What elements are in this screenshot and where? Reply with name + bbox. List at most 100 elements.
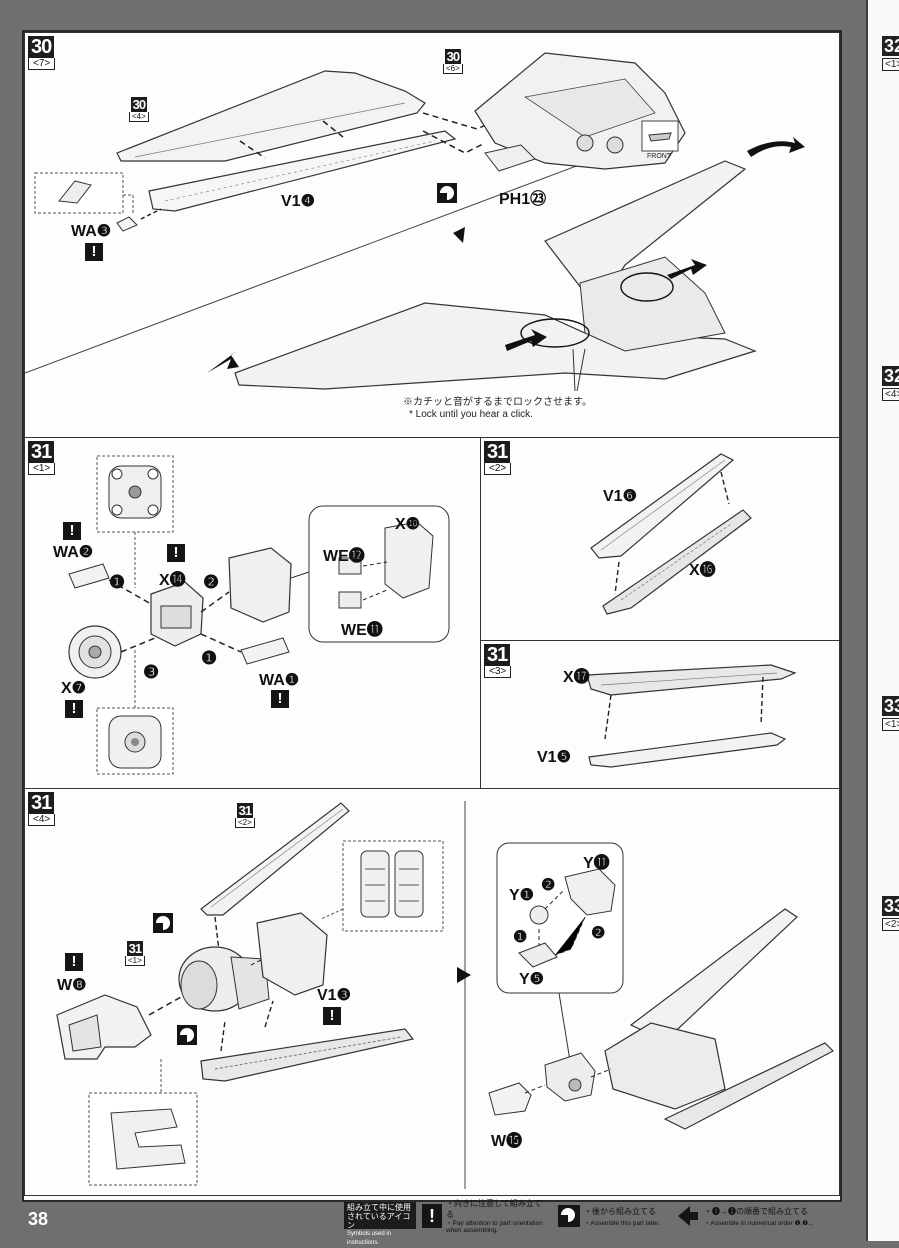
reference-number: 31 xyxy=(126,941,144,956)
reference-step-30-4: 30 <4> xyxy=(129,97,149,122)
order-marker-1: ❶ xyxy=(109,572,126,592)
reference-substep: <2> xyxy=(235,818,255,828)
reference-number: 30 xyxy=(130,97,148,112)
arm-v1-6-drawing xyxy=(590,453,752,615)
legend-orientation: ! ・向きに注意して組み立てる ・Pay attention to part o… xyxy=(422,1199,546,1234)
part-label-wa-3: WA❸ xyxy=(71,223,112,240)
reference-substep: <6> xyxy=(443,64,463,74)
assemble-later-icon xyxy=(153,913,173,933)
part-label-we-12: WE⓬ xyxy=(323,548,365,565)
orientation-warning-icon: ! xyxy=(63,522,81,540)
binder-assembly-drawing xyxy=(56,801,834,1189)
orientation-warning-icon: ! xyxy=(65,700,83,718)
step-badge: 31 <3> xyxy=(484,644,512,678)
part-label-y-11: Y⓫ xyxy=(583,855,610,872)
step-substep: <1> xyxy=(28,463,56,475)
orientation-warning-icon: ! xyxy=(65,953,83,971)
arm-x-17-drawing xyxy=(586,664,797,768)
step-number: 31 xyxy=(484,644,511,666)
part-label-x-16: X⓰ xyxy=(689,562,716,579)
edge-step-32b: 32 xyxy=(882,366,899,386)
assemble-later-icon xyxy=(177,1025,197,1045)
reference-substep: <4> xyxy=(129,112,149,122)
legend-title-jp: 組み立て中に使用されているアイコン xyxy=(347,1203,411,1230)
part-label-ph1-23: PH1㉓ xyxy=(499,191,547,208)
step-badge: 31 <2> xyxy=(484,441,512,475)
legend-warn-jp: ・向きに注意して組み立てる xyxy=(446,1199,542,1219)
front-label: FRONT xyxy=(647,153,672,160)
step-substep: <7> xyxy=(28,58,56,70)
part-label-y-5: Y❺ xyxy=(519,971,545,988)
reference-step-30-6: 30 <6> xyxy=(443,49,463,74)
step-number: 31 xyxy=(28,792,55,814)
edge-step-33a-sub: <1> xyxy=(882,718,899,731)
part-label-wa-1: WA❶ xyxy=(259,672,300,689)
panel-step-31-2: 31 <2> V1❻ X⓰ xyxy=(480,437,840,641)
part-label-v1-6: V1❻ xyxy=(603,488,637,505)
part-label-x-7: X❼ xyxy=(61,680,87,697)
part-label-we-11: WE⓫ xyxy=(341,622,383,639)
panel-step-31-1: 31 <1> xyxy=(24,437,481,789)
step-substep: <4> xyxy=(28,814,56,826)
legend-later-en: ・Assemble this part later. xyxy=(584,1219,660,1227)
part-label-v1-5: V1❺ xyxy=(537,749,571,766)
order-marker-3: ❸ xyxy=(143,662,160,682)
order-marker-2b: ❷ xyxy=(591,925,606,942)
panel-step-31-3: 31 <3> X⓱ V1❺ xyxy=(480,640,840,789)
step-substep: <3> xyxy=(484,666,512,678)
orientation-warning-icon: ! xyxy=(167,544,185,562)
order-marker-1: ❶ xyxy=(513,929,528,946)
legend-later-icon xyxy=(558,1205,580,1227)
legend-order-en: ・Assemble in numerical order ❶,❷... xyxy=(704,1219,814,1227)
page-number: 38 xyxy=(28,1209,49,1229)
edge-step-33a: 33 xyxy=(882,696,899,716)
legend-order: ・❶→❷の順番で組み立てる ・Assemble in numerical ord… xyxy=(676,1201,842,1231)
reference-number: 30 xyxy=(444,49,462,64)
legend-order-jp: ・❶→❷の順番で組み立てる xyxy=(704,1206,808,1216)
part-label-w-8: W❽ xyxy=(57,977,87,994)
legend-later-jp: ・後から組み立てる xyxy=(584,1206,656,1216)
step-number: 31 xyxy=(28,441,55,463)
wing-assembly-drawing xyxy=(25,52,805,392)
part-label-w-15: W⓯ xyxy=(491,1133,523,1150)
legend-warning-icon: ! xyxy=(422,1204,442,1228)
order-arrow-icon xyxy=(678,1206,698,1226)
step-number: 31 xyxy=(484,441,511,463)
edge-step-32a-sub: <1> xyxy=(882,58,899,71)
part-label-v1-4: V1❹ xyxy=(281,193,315,210)
order-marker-2: ❷ xyxy=(203,572,220,592)
part-label-y-1: Y❶ xyxy=(509,887,535,904)
assemble-later-icon xyxy=(437,183,457,203)
part-label-x-14: X⓮ xyxy=(159,572,186,589)
edge-step-32b-sub: <4> xyxy=(882,388,899,401)
orientation-warning-icon: ! xyxy=(271,690,289,708)
orientation-warning-icon: ! xyxy=(323,1007,341,1025)
orientation-warning-icon: ! xyxy=(85,243,103,261)
lock-note-en: * Lock until you hear a click. xyxy=(409,409,533,420)
part-label-x-10: X❿ xyxy=(395,516,421,533)
order-marker-1b: ❶ xyxy=(201,648,218,668)
edge-step-32a: 32 xyxy=(882,36,899,56)
reference-step-31-1: 31 <1> xyxy=(125,941,145,966)
hub-assembly-drawing xyxy=(68,455,450,775)
step-badge: 31 <4> xyxy=(28,792,56,826)
order-marker-2: ❷ xyxy=(541,877,556,894)
reference-substep: <1> xyxy=(125,956,145,966)
edge-step-33b: 33 xyxy=(882,896,899,916)
reference-step-31-2: 31 <2> xyxy=(235,803,255,828)
part-label-wa-2: WA❷ xyxy=(53,544,94,561)
edge-step-33b-sub: <2> xyxy=(882,918,899,931)
part-label-v1-3: V1❸ xyxy=(317,987,351,1004)
step-badge: 31 <1> xyxy=(28,441,56,475)
legend-warn-en: ・Pay attention to part orientation when … xyxy=(446,1220,543,1234)
step-number: 30 xyxy=(28,36,55,58)
lock-note-jp: ※カチッと音がするまでロックさせます。 xyxy=(403,397,592,408)
step-substep: <2> xyxy=(484,463,512,475)
reference-number: 31 xyxy=(236,803,254,818)
panel-step-30-7: 30 <7> xyxy=(24,32,840,438)
legend-later: ・後から組み立てる ・Assemble this part later. xyxy=(558,1201,668,1231)
next-page-edge: 32 <1> 32 <4> 33 <1> 33 <2> xyxy=(866,0,899,1241)
panel-step-31-4: 31 <4> xyxy=(24,788,840,1196)
legend-title-en: Symbols used in instructions. xyxy=(347,1231,392,1246)
